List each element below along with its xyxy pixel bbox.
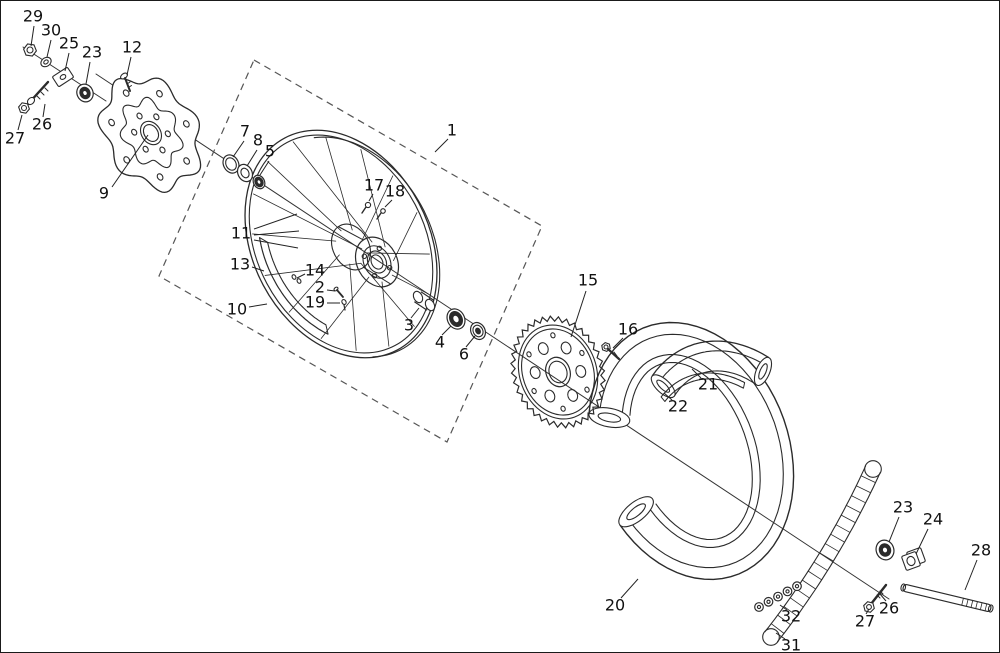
- part-number-5: 5: [265, 142, 275, 161]
- leader-line: [691, 368, 702, 379]
- leader-line: [232, 140, 245, 158]
- part-number-9: 9: [99, 184, 109, 203]
- part-number-31: 31: [781, 636, 801, 653]
- leader-line: [915, 528, 929, 555]
- leader-line: [17, 114, 23, 131]
- part-number-28: 28: [971, 541, 991, 560]
- leader-line: [42, 103, 46, 118]
- part-number-12: 12: [122, 38, 142, 57]
- leader-line: [46, 39, 52, 58]
- part-number-3: 3: [404, 316, 414, 335]
- left-fastener-group: [19, 44, 132, 113]
- leader-line: [964, 559, 978, 591]
- leader-line: [246, 149, 258, 167]
- hub-seals: [220, 152, 267, 191]
- part-number-24: 24: [923, 510, 943, 529]
- right-axle-parts: [864, 538, 994, 613]
- leader-line: [368, 193, 374, 202]
- sprocket-bolt: [602, 343, 619, 359]
- part-number-17: 17: [364, 176, 384, 195]
- rear-sprocket: [496, 303, 620, 441]
- part-number-1: 1: [447, 121, 457, 140]
- drive-chain: [755, 461, 882, 646]
- leader-line: [663, 392, 673, 401]
- leader-line: [296, 273, 306, 279]
- part-number-10: 10: [227, 300, 247, 319]
- part-number-18: 18: [385, 182, 405, 201]
- leader-line: [253, 213, 298, 230]
- part-number-30: 30: [41, 21, 61, 40]
- part-number-4: 4: [435, 333, 445, 352]
- part-number-2: 2: [315, 278, 325, 297]
- leader-line: [30, 25, 35, 47]
- part-number-27: 27: [855, 612, 875, 631]
- part-number-14: 14: [305, 261, 325, 280]
- part-number-11: 11: [231, 224, 251, 243]
- leader-line: [865, 608, 870, 615]
- part-number-32: 32: [781, 607, 801, 626]
- assembly-boundary-dashed-box: [159, 60, 542, 442]
- part-number-25: 25: [59, 34, 79, 53]
- part-number-8: 8: [253, 131, 263, 150]
- leader-line: [85, 61, 91, 85]
- leader-line: [779, 604, 788, 611]
- part-number-20: 20: [605, 596, 625, 615]
- leader-line: [111, 134, 149, 188]
- part-number-21: 21: [698, 375, 718, 394]
- leader-line: [384, 199, 393, 208]
- leader-line: [879, 593, 887, 602]
- part-number-22: 22: [668, 397, 688, 416]
- part-number-27: 27: [5, 129, 25, 148]
- leader-line: [620, 578, 639, 599]
- leader-line: [434, 138, 449, 153]
- leader-line: [570, 290, 587, 338]
- leader-line: [253, 239, 299, 249]
- leader-line: [126, 56, 132, 76]
- part-number-26: 26: [32, 115, 52, 134]
- part-number-16: 16: [618, 320, 638, 339]
- leader-line: [64, 52, 70, 72]
- tire: [587, 323, 793, 580]
- part-number-15: 15: [578, 271, 598, 290]
- part-number-23: 23: [893, 498, 913, 517]
- leader-line: [465, 335, 476, 348]
- leader-line: [410, 307, 420, 319]
- leader-line: [248, 303, 268, 308]
- part-number-19: 19: [305, 293, 325, 312]
- part-number-29: 29: [23, 7, 43, 26]
- tire-segment: [648, 341, 775, 401]
- leader-line: [251, 266, 265, 272]
- leader-line: [259, 160, 270, 176]
- leader-line: [326, 289, 336, 292]
- part-number-23: 23: [82, 43, 102, 62]
- leader-line: [612, 337, 624, 349]
- leader-line: [775, 632, 786, 640]
- part-number-13: 13: [230, 255, 250, 274]
- axle-spacer-bearing-seal: [411, 290, 488, 342]
- part-number-6: 6: [459, 345, 469, 364]
- brake-disc: [77, 54, 223, 208]
- leader-line: [888, 516, 900, 543]
- part-number-7: 7: [240, 122, 250, 141]
- leader-line: [441, 325, 452, 336]
- wheel-rim-spokes-hub: [207, 97, 475, 392]
- part-number-26: 26: [879, 599, 899, 618]
- leader-line: [253, 230, 300, 236]
